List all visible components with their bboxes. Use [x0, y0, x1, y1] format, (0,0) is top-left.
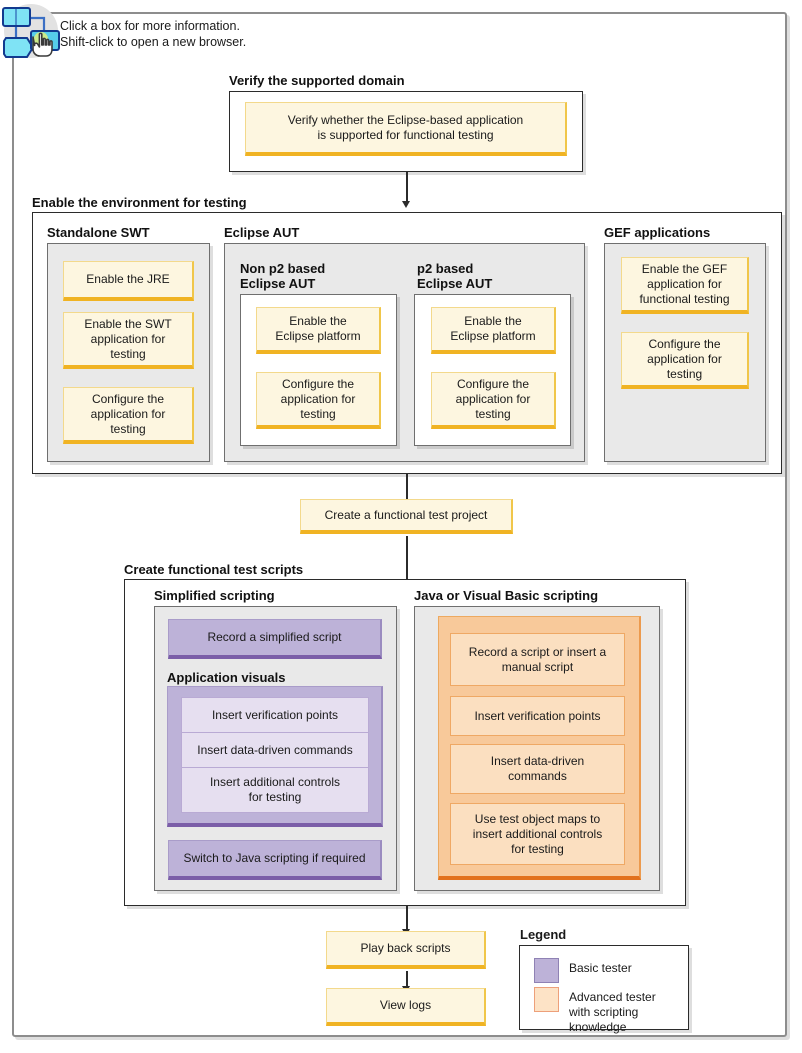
legend-swatch-basic-tester: [534, 958, 559, 983]
node-enable-eclipse-platform-p2[interactable]: Enable the Eclipse platform: [431, 307, 556, 354]
simplified-scripting-title: Simplified scripting: [154, 588, 275, 603]
standalone-swt-title: Standalone SWT: [47, 225, 150, 240]
node-insert-verification-points-java[interactable]: Insert verification points: [450, 696, 625, 736]
node-enable-eclipse-platform-non-p2[interactable]: Enable the Eclipse platform: [256, 307, 381, 354]
non-p2-eclipse-aut-title: Non p2 based Eclipse AUT: [240, 261, 326, 291]
node-create-functional-test-project[interactable]: Create a functional test project: [300, 499, 513, 534]
node-configure-application-for-testing-swt[interactable]: Configure the application for testing: [63, 387, 194, 444]
header-note-line-2: Shift-click to open a new browser.: [60, 35, 247, 49]
eclipse-aut-title: Eclipse AUT: [224, 225, 300, 240]
application-visuals-title: Application visuals: [167, 670, 286, 685]
node-insert-additional-controls-simplified[interactable]: Insert additional controls for testing: [181, 767, 369, 813]
node-record-simplified-script[interactable]: Record a simplified script: [168, 619, 382, 659]
legend-item-basic-tester: Basic tester: [534, 958, 688, 983]
node-use-test-object-maps[interactable]: Use test object maps to insert additiona…: [450, 803, 625, 865]
node-configure-application-for-testing-non-p2[interactable]: Configure the application for testing: [256, 372, 381, 429]
arrow-scripts-to-playback: [406, 906, 408, 931]
node-verify-supported-domain[interactable]: Verify whether the Eclipse-based applica…: [245, 102, 567, 156]
java-vb-scripting-title: Java or Visual Basic scripting: [414, 588, 599, 603]
arrow-project-to-scripts: [406, 536, 408, 581]
enable-environment-title: Enable the environment for testing: [32, 195, 247, 210]
verify-domain-title: Verify the supported domain: [229, 73, 405, 88]
legend-item-advanced-tester: Advanced tester with scripting knowledge: [534, 987, 688, 1035]
node-insert-data-driven-commands-simplified[interactable]: Insert data-driven commands: [181, 732, 369, 768]
gef-applications-title: GEF applications: [604, 225, 711, 240]
arrow-playback-to-viewlogs: [406, 971, 408, 988]
arrow-verify-to-enable-head: [402, 201, 410, 208]
node-enable-gef-application-functional-testing[interactable]: Enable the GEF application for functiona…: [621, 257, 749, 314]
p2-eclipse-aut-title: p2 based Eclipse AUT: [417, 261, 493, 291]
node-insert-verification-points-simplified[interactable]: Insert verification points: [181, 697, 369, 733]
header-instructions: Click a box for more information. Shift-…: [60, 18, 390, 50]
node-record-script-or-insert-manual-script[interactable]: Record a script or insert a manual scrip…: [450, 633, 625, 686]
legend-title: Legend: [520, 927, 567, 942]
legend-swatch-advanced-tester: [534, 987, 559, 1012]
node-play-back-scripts[interactable]: Play back scripts: [326, 931, 486, 969]
arrow-enable-to-create-project: [406, 474, 408, 501]
node-configure-application-for-testing-p2[interactable]: Configure the application for testing: [431, 372, 556, 429]
node-enable-the-jre[interactable]: Enable the JRE: [63, 261, 194, 301]
legend-label-basic-tester: Basic tester: [569, 961, 632, 975]
legend-label-advanced-tester: Advanced tester with scripting knowledge: [569, 990, 656, 1034]
node-enable-swt-application-for-testing[interactable]: Enable the SWT application for testing: [63, 312, 194, 369]
node-insert-data-driven-commands-java[interactable]: Insert data-driven commands: [450, 744, 625, 794]
node-view-logs[interactable]: View logs: [326, 988, 486, 1026]
header-note-line-1: Click a box for more information.: [60, 19, 240, 33]
node-switch-to-java-scripting[interactable]: Switch to Java scripting if required: [168, 840, 382, 880]
create-functional-test-scripts-title: Create functional test scripts: [124, 562, 304, 577]
click-diagram-hand-icon: [0, 0, 62, 62]
arrow-verify-to-enable: [406, 172, 408, 203]
legend-box: Basic tester Advanced tester with script…: [519, 945, 689, 1034]
node-configure-application-for-testing-gef[interactable]: Configure the application for testing: [621, 332, 749, 389]
